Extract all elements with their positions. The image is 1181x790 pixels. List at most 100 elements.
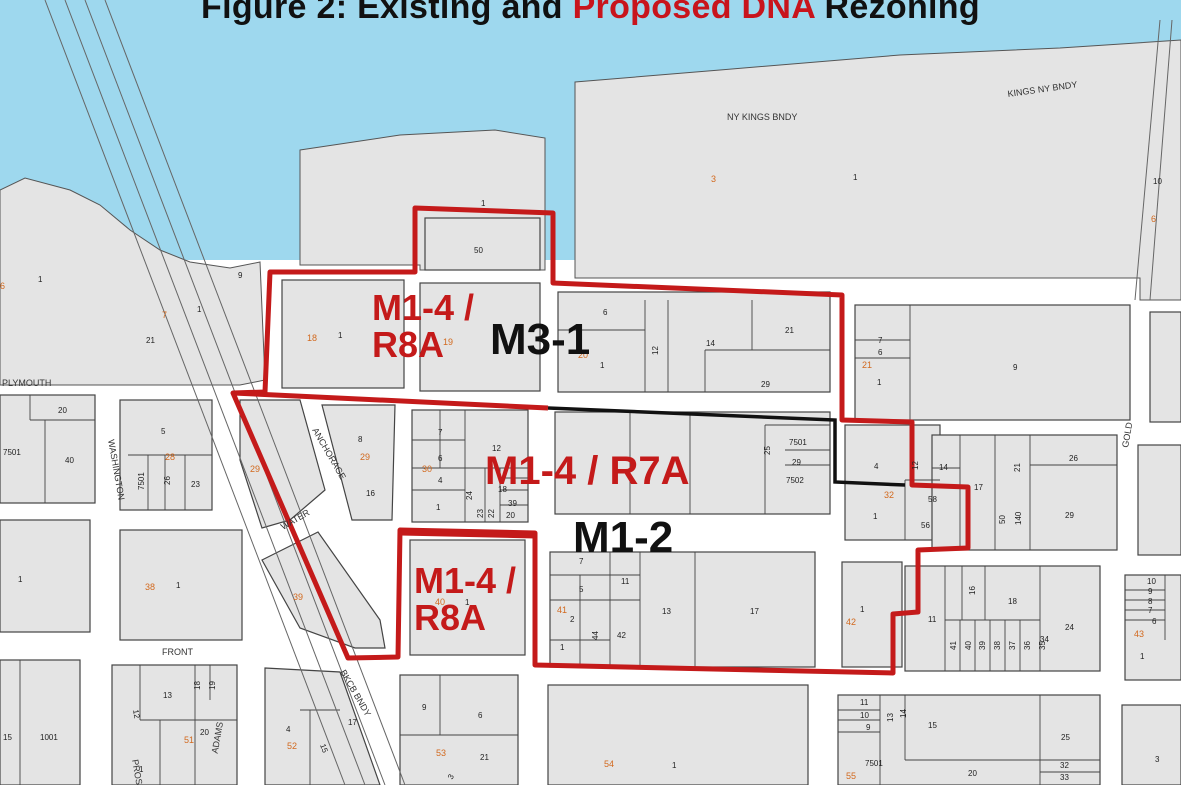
street-front: FRONT [162,647,193,657]
lot-22-a: 22 [487,509,496,518]
lot-56-a: 56 [921,521,930,530]
block-number-54: 54 [604,759,614,769]
lot-23-a: 23 [191,480,200,489]
block-39 [261,531,386,649]
lot-24-a: 24 [465,491,474,500]
lot-15-c: 15 [928,721,937,730]
lot-29-a: 29 [761,380,770,389]
lot-1-o: 1 [1140,652,1145,661]
lot-35-a: 35 [1038,641,1047,650]
city-blocks [0,217,1181,786]
block-43 [1124,574,1181,681]
proposed-boundary-south-subdistrict [399,530,536,539]
lot-10-c: 10 [860,711,869,720]
large-pier-land [574,39,1181,301]
lot-10-a: 10 [1153,177,1162,186]
lot-26-b: 26 [1069,454,1078,463]
block-east-2 [1137,444,1181,556]
block-number-20: 20 [578,350,588,360]
lot-3-b: 3 [446,772,456,781]
lot-2-a: 2 [570,615,575,624]
lot-7-d: 7 [1148,606,1153,615]
lot-7501-a: 7501 [3,448,21,457]
block-number-30: 30 [422,464,432,474]
zone-label-m1-4-r8a-south: M1-4 / R8A [414,560,517,638]
block-number-41: 41 [557,605,567,615]
lot-9-b: 9 [1013,363,1018,372]
street-plymouth: PLYMOUTH [2,378,51,388]
lot-9-c: 9 [1148,587,1153,596]
lot-42-a: 42 [617,631,626,640]
block-55 [837,694,1101,786]
block-42-east [904,565,1101,672]
lot-16-a: 16 [366,489,375,498]
block-32-east [931,434,1118,551]
lot-7-c: 7 [579,557,584,566]
lot-11-a: 11 [621,577,630,586]
lot-6-a: 6 [603,308,608,317]
lot-4-c: 4 [286,725,291,734]
block-east-edge [1149,311,1181,423]
lot-14-b: 14 [939,463,948,472]
zone-label-m1-4-r8a-north: M1-4 / R8A [372,287,475,365]
block-number-3: 3 [711,174,716,184]
zone-label-m1-4-r7a: M1-4 / R7A [485,449,690,493]
proposed-rezoning-boundary [230,205,971,676]
lot-13-b: 13 [163,691,172,700]
lot-10-b: 10 [1147,577,1156,586]
figure-title: Figure 2: Existing and Proposed DNA Rezo… [0,0,1181,27]
lot-17-b: 17 [750,607,759,616]
street-gold: GOLD [1120,421,1134,448]
lot-1-d: 1 [197,305,202,314]
lot-numbers: 1 50 1 10 1 1 21 9 1 6 1 12 14 21 29 7 6… [3,173,1162,782]
lot-12-a: 12 [651,346,660,355]
block-1-north [424,217,541,271]
block-number-52: 52 [287,741,297,751]
block-number-29-west: 29 [250,464,260,474]
lot-12-b: 12 [492,444,501,453]
lot-15-b: 15 [318,743,330,755]
lot-4-a: 4 [438,476,443,485]
lot-1-g: 1 [877,378,882,387]
lot-14-a: 14 [706,339,715,348]
lot-18-b: 18 [1008,597,1017,606]
lot-1-n: 1 [860,605,865,614]
block-number-6-west: 6 [0,281,5,291]
block-numbers: 3 6 6 7 18 19 20 21 28 29 29 30 32 38 39… [0,174,1156,781]
block-number-28: 28 [165,452,175,462]
lot-5-b: 5 [579,585,584,594]
lot-8-b: 8 [1148,597,1153,606]
lot-39-a: 39 [508,499,517,508]
lot-26-a: 26 [163,476,172,485]
block-number-43: 43 [1134,629,1144,639]
block-number-19: 19 [443,337,453,347]
lot-1-q: 1 [672,761,677,770]
lot-1001-a: 1001 [40,733,58,742]
existing-zoning-boundary [547,406,906,487]
block-number-40: 40 [435,597,445,607]
block-number-7: 7 [162,310,167,320]
block-number-51: 51 [184,735,194,745]
lot-39-b: 39 [978,641,987,650]
lot-1-i: 1 [873,512,878,521]
block-number-6: 6 [1151,214,1156,224]
lot-40-a: 40 [65,456,74,465]
lot-58-a: 58 [928,495,937,504]
lot-29-c: 29 [1065,511,1074,520]
block-38 [119,529,243,641]
block-41 [549,551,816,668]
lot-15-a: 15 [3,733,12,742]
lot-lines [19,300,1166,785]
block-7501-west [0,394,96,504]
lot-23-b: 23 [476,509,485,518]
lot-18-c: 18 [193,681,202,690]
block-53 [399,674,519,786]
block-30 [411,409,529,523]
block-number-53: 53 [436,748,446,758]
block-number-38: 38 [145,582,155,592]
lot-1-k: 1 [176,581,181,590]
lot-7-b: 7 [438,428,443,437]
lot-21-d: 21 [480,753,489,762]
